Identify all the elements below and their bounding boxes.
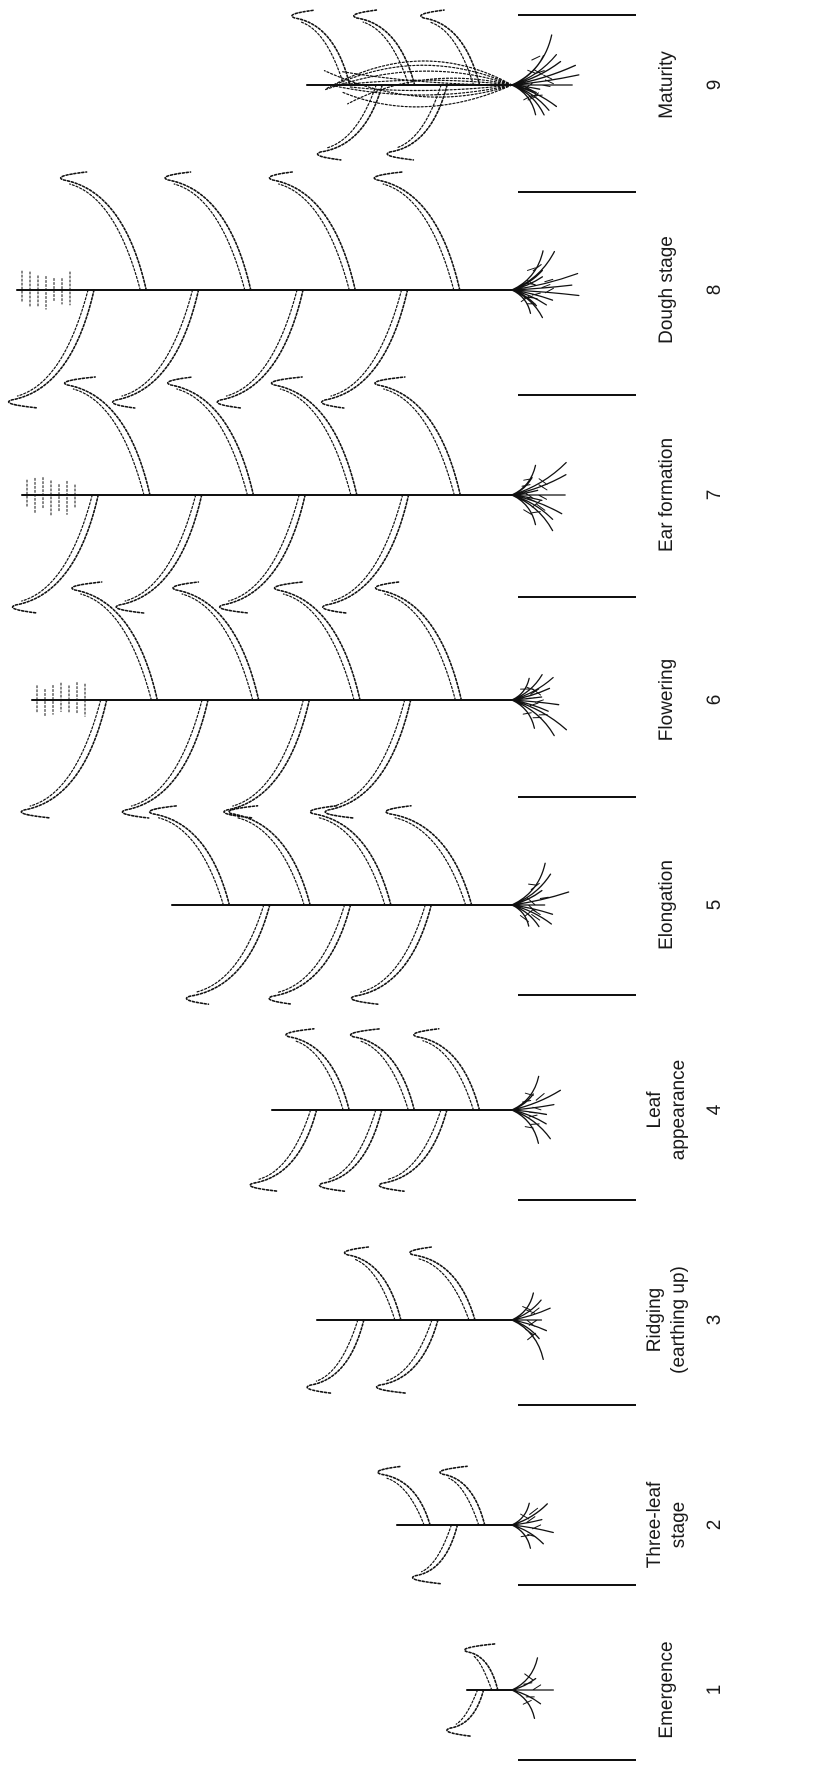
- plant-drawings: [9, 10, 579, 1736]
- stage-label-2: Three-leafstage 2: [644, 1481, 725, 1568]
- stage-name-text: Maturity: [656, 51, 677, 119]
- stage-name-text: Three-leaf: [644, 1481, 665, 1568]
- stage-label-6: Flowering 6: [656, 659, 725, 741]
- plant-stage-1: [447, 1644, 553, 1736]
- plant-stage-2: [378, 1466, 553, 1583]
- roots: [512, 1293, 550, 1359]
- stage-label-8: Dough stage 8: [656, 236, 725, 344]
- plant-stage-4: [250, 1029, 560, 1191]
- roots: [512, 1658, 553, 1718]
- roots: [512, 863, 569, 926]
- roots: [512, 463, 566, 531]
- stage-label-9: Maturity 9: [656, 51, 725, 119]
- tassel: [27, 478, 75, 515]
- stage-label-1: Emergence 1: [656, 1641, 725, 1738]
- stage-number-text: 5: [704, 900, 725, 911]
- dried-leaves: [324, 61, 512, 107]
- stage-name-text: Leaf: [644, 1091, 665, 1129]
- stage-name-text: Emergence: [656, 1641, 677, 1738]
- plant-stage-6: [21, 582, 566, 818]
- stage-number-text: 9: [704, 80, 725, 91]
- stage-name-text: (earthing up): [668, 1266, 689, 1374]
- stage-name-text: appearance: [668, 1060, 689, 1160]
- stage-label-7: Ear formation 7: [656, 438, 725, 552]
- roots: [512, 35, 579, 115]
- plant-stage-7: [13, 377, 567, 613]
- stage-name-text: Ridging: [644, 1288, 665, 1352]
- stage-name-text: Elongation: [656, 860, 677, 950]
- stage-name-text: Ear formation: [656, 438, 677, 552]
- stage-number-text: 3: [704, 1315, 725, 1326]
- stage-number-text: 1: [704, 1685, 725, 1696]
- stage-label-4: Leafappearance 4: [644, 1060, 725, 1160]
- stage-label-3: Ridging(earthing up) 3: [644, 1266, 725, 1374]
- roots: [512, 1503, 553, 1548]
- stage-number-text: 7: [704, 490, 725, 501]
- stage-name-text: stage: [668, 1502, 689, 1548]
- plant-stage-9: [292, 10, 579, 160]
- plant-stage-8: [9, 172, 579, 408]
- stage-name-text: Flowering: [656, 659, 677, 741]
- roots: [512, 1076, 560, 1143]
- roots: [512, 251, 579, 318]
- plant-stage-5: [150, 806, 569, 1004]
- stage-labels: Emergence 1 Three-leafstage 2 Ridging(earthi…: [644, 51, 725, 1739]
- stage-number-text: 2: [704, 1520, 725, 1531]
- stage-name-text: Dough stage: [656, 236, 677, 344]
- stage-number-text: 8: [704, 285, 725, 296]
- stage-label-5: Elongation 5: [656, 860, 725, 950]
- roots: [512, 675, 566, 736]
- stage-number-text: 6: [704, 695, 725, 706]
- stage-number-text: 4: [704, 1104, 725, 1115]
- plant-stage-3: [307, 1247, 550, 1393]
